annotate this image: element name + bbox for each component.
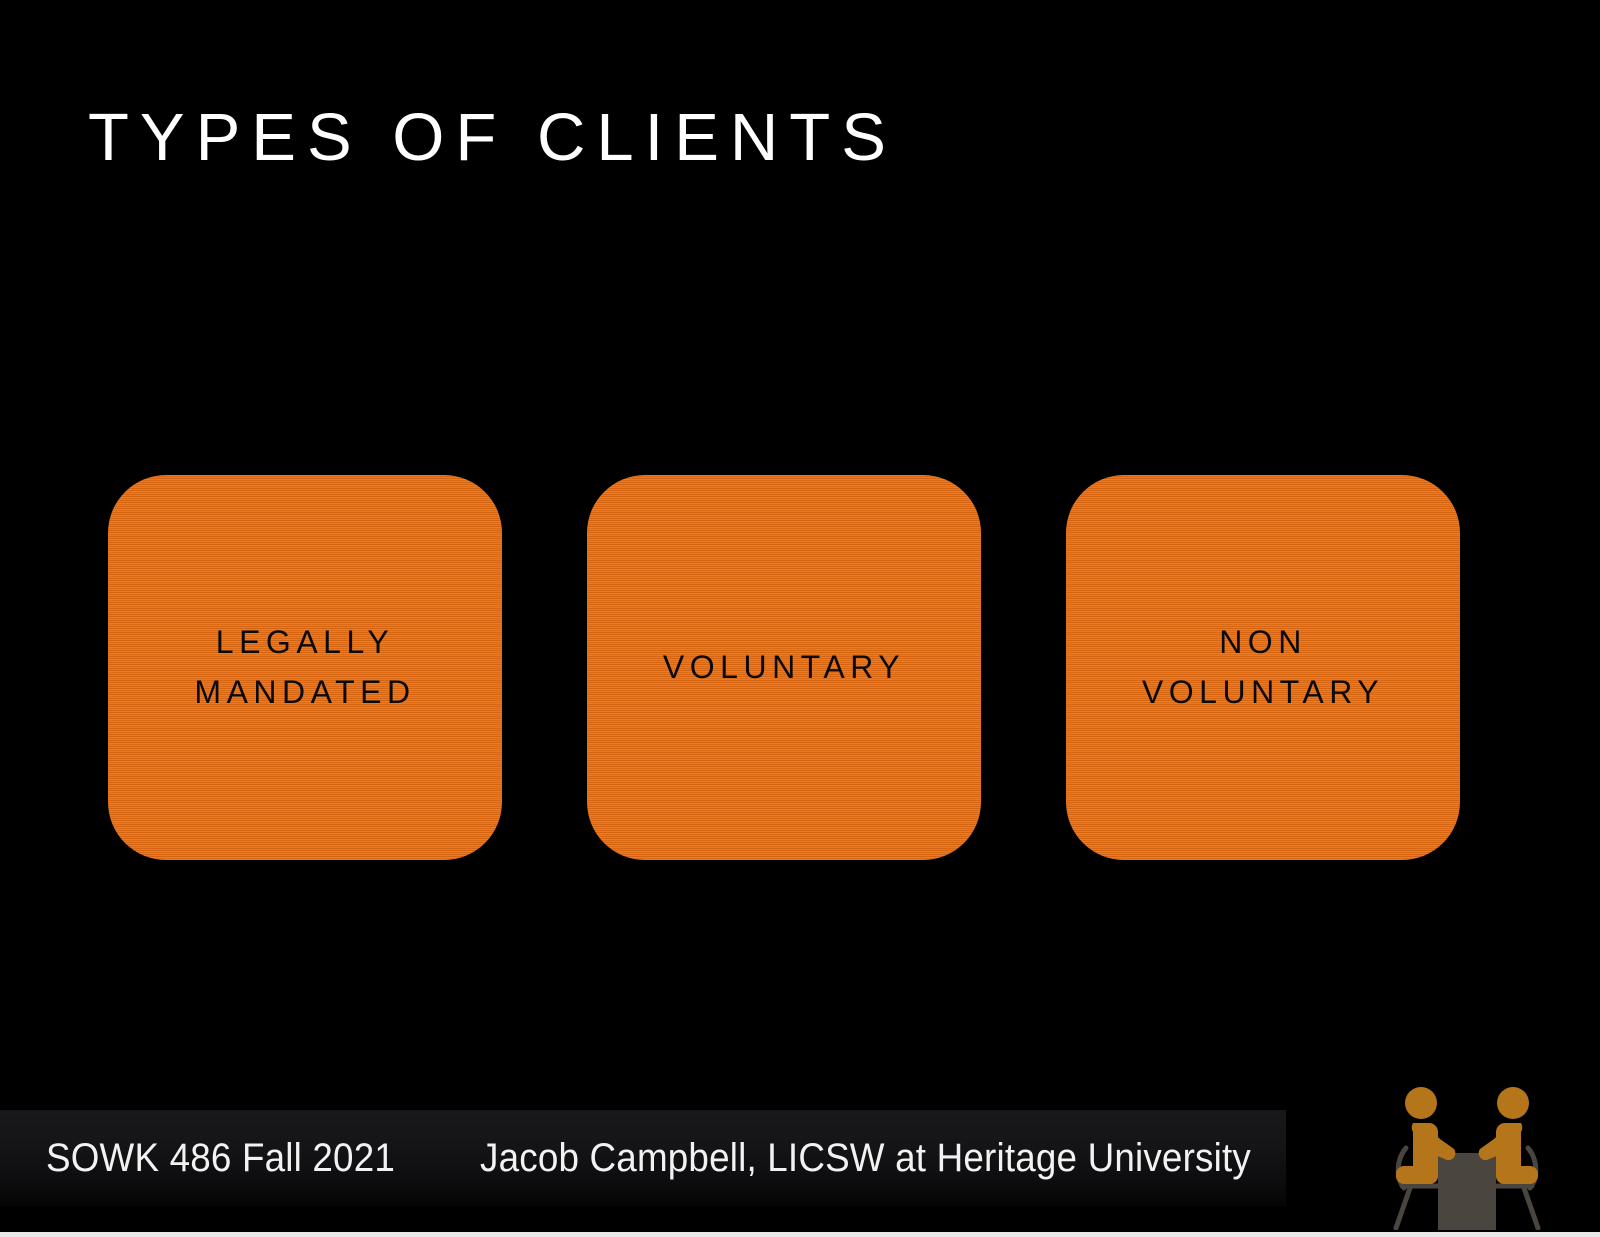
footer-course-label: SOWK 486 Fall 2021 xyxy=(46,1135,395,1180)
footer-bar xyxy=(0,1110,1286,1206)
client-type-box-non-voluntary[interactable]: NON VOLUNTARY xyxy=(1066,475,1460,860)
bottom-rule xyxy=(0,1232,1600,1237)
footer-presenter-label: Jacob Campbell, LICSW at Heritage Univer… xyxy=(480,1135,1251,1180)
client-type-box-group: LEGALLY MANDATED VOLUNTARY NON VOLUNTARY xyxy=(108,475,1460,860)
footer-text-row: SOWK 486 Fall 2021 Jacob Campbell, LICSW… xyxy=(0,1110,1286,1206)
two-people-at-table-icon xyxy=(1352,1078,1582,1231)
page-title: TYPES OF CLIENTS xyxy=(88,100,897,175)
client-type-box-voluntary[interactable]: VOLUNTARY xyxy=(587,475,981,860)
client-type-box-legally-mandated[interactable]: LEGALLY MANDATED xyxy=(108,475,502,860)
client-type-label: LEGALLY MANDATED xyxy=(194,623,416,710)
client-type-label: NON VOLUNTARY xyxy=(1141,623,1385,710)
client-type-label: VOLUNTARY xyxy=(662,648,906,685)
